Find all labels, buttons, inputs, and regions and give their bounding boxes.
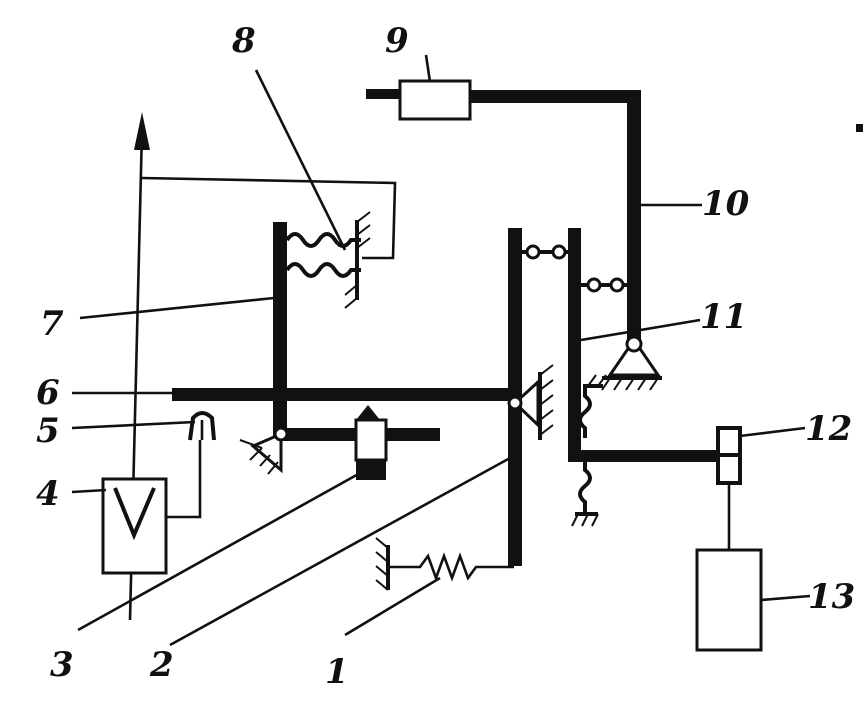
label-3: 3 bbox=[50, 645, 74, 685]
lower-spring bbox=[571, 462, 599, 527]
label-4: 4 bbox=[36, 474, 60, 514]
stray-mark bbox=[856, 124, 863, 132]
feedback-line bbox=[141, 176, 397, 260]
label-8: 8 bbox=[231, 21, 256, 61]
beam-7 bbox=[273, 222, 287, 437]
beam-6 bbox=[172, 388, 515, 401]
beam-11 bbox=[568, 228, 581, 460]
bellows bbox=[285, 211, 371, 309]
label-2: 2 bbox=[149, 645, 174, 685]
label-5: 5 bbox=[36, 411, 60, 451]
label-11: 11 bbox=[700, 297, 747, 337]
labels: 8 9 10 11 7 6 5 4 12 13 3 2 1 bbox=[36, 21, 855, 692]
label-7: 7 bbox=[40, 304, 64, 344]
sensing-piston bbox=[354, 405, 388, 480]
small-bellows bbox=[578, 374, 607, 438]
weight-block-9 bbox=[398, 79, 472, 121]
control-valve bbox=[101, 440, 202, 575]
beam-11-foot bbox=[568, 450, 728, 462]
spring-1 bbox=[375, 537, 514, 591]
leader-lines bbox=[71, 54, 811, 647]
link-top bbox=[522, 244, 570, 260]
nozzle bbox=[188, 411, 216, 441]
pivot-left bbox=[239, 426, 289, 475]
label-9: 9 bbox=[385, 21, 409, 61]
output-block-13 bbox=[695, 548, 763, 652]
pivot-right bbox=[507, 364, 554, 440]
label-1: 1 bbox=[325, 652, 349, 692]
label-6: 6 bbox=[36, 373, 60, 413]
link-middle bbox=[581, 277, 630, 293]
label-13: 13 bbox=[808, 577, 855, 617]
arm-10 bbox=[366, 89, 641, 345]
coupling-12 bbox=[716, 426, 742, 550]
label-12: 12 bbox=[805, 409, 852, 449]
pivot-arm-10 bbox=[601, 335, 662, 391]
label-10: 10 bbox=[702, 184, 750, 224]
